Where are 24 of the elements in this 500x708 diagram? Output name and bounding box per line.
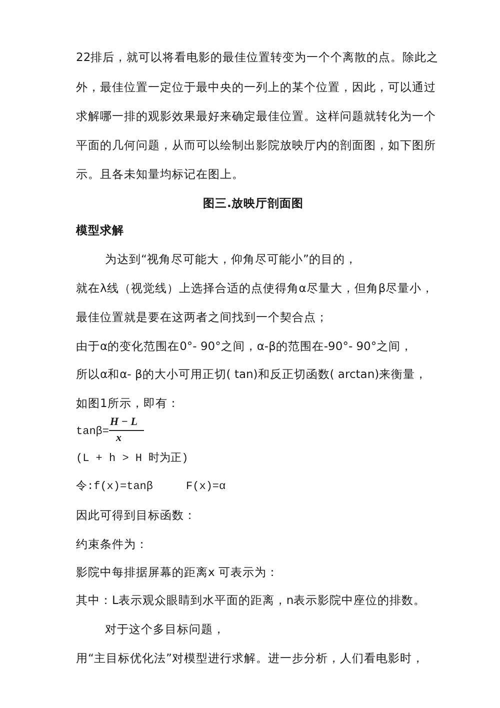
paragraph-line: 所以α和α- β的大小可用正切( tan)和反正切函数( arctan)来衡量，	[76, 368, 428, 382]
paragraph-line: 用“主目标优化法”对模型进行求解。进一步分析，人们看电影时，	[76, 652, 424, 666]
paragraph-line: 为达到“视角尽可能大，仰角尽可能小”的目的，	[105, 253, 357, 267]
section-heading: 模型求解	[76, 224, 124, 238]
formula-text: 令:f(x)=tanβ F(x)=α	[76, 481, 226, 494]
paragraph-line: 平面的几何问题，从而可以绘制出影院放映厅内的剖面图，如下图所	[76, 139, 436, 153]
paragraph-line: 如图1所示，即有：	[76, 397, 180, 411]
formula-text: (L + h > H 时为正)	[76, 453, 188, 466]
paragraph-line: 最佳位置就是要在这两者之间找到一个契合点；	[76, 311, 328, 325]
formula-text: tanβ=	[76, 426, 110, 440]
paragraph-line: 外，最佳位置一定位于最中央的一列上的某个位置，因此，可以通过	[76, 81, 436, 95]
paragraph-line: 其中：L表示观众眼睛到水平面的距离，n表示影院中座位的排数。	[76, 594, 426, 608]
paragraph-line: 因此可得到目标函数：	[76, 509, 196, 523]
paragraph-line: 约束条件为：	[76, 538, 148, 552]
fraction-term: x	[116, 432, 122, 446]
paragraph-line: 求解哪一排的观影效果最好来确定最佳位置。这样问题就转化为一个	[76, 110, 436, 124]
figure-caption: 图三.放映厅剖面图	[203, 197, 304, 211]
paragraph-line: 对于这个多目标问题，	[105, 623, 225, 637]
paragraph-line: 影院中每排据屏幕的距离x 可表示为：	[76, 566, 278, 580]
fraction-term: H − L	[110, 416, 138, 430]
paragraph-line: 由于α的变化范围在0°- 90°之间，α-β的范围在-90°- 90°之间，	[76, 340, 413, 354]
paragraph-line: 示。且各未知量均标记在图上。	[76, 168, 244, 182]
paragraph-line: 22排后，就可以将看电影的最佳位置转变为一个个离散的点。除此之	[76, 51, 439, 65]
paragraph-line: 就在λ线（视觉线）上选择合适的点使得角α尽量大，但角β尽量小，	[76, 282, 434, 296]
